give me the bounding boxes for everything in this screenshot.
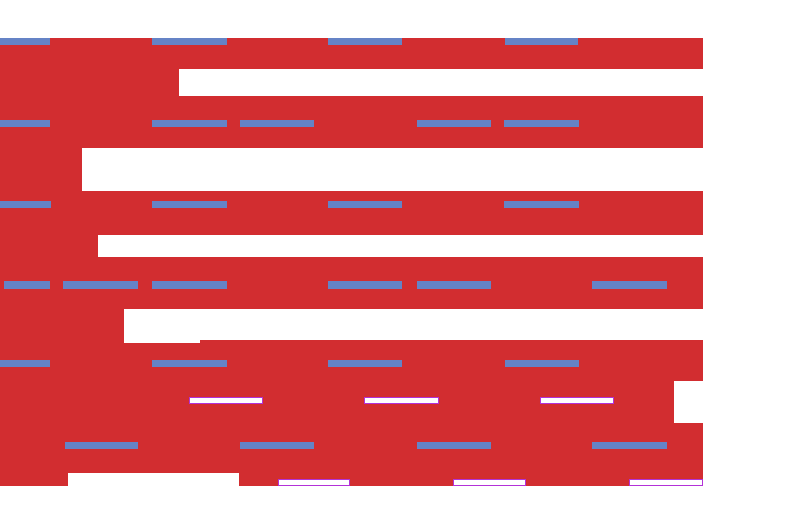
link-bar[interactable] bbox=[504, 119, 579, 127]
link-bar[interactable] bbox=[152, 37, 227, 45]
link-bar[interactable] bbox=[152, 119, 227, 127]
link-bar[interactable] bbox=[4, 281, 50, 289]
redacted-text-block bbox=[0, 309, 124, 340]
link-bar[interactable] bbox=[63, 281, 139, 289]
link-bar[interactable] bbox=[328, 37, 402, 45]
link-bar[interactable] bbox=[416, 281, 491, 289]
link-bar[interactable] bbox=[152, 281, 227, 289]
link-bar[interactable] bbox=[328, 200, 402, 208]
redacted-text-block bbox=[0, 235, 99, 257]
link-bar[interactable] bbox=[592, 281, 667, 289]
redacted-text-block bbox=[0, 95, 703, 148]
highlighted-link-bar[interactable] bbox=[539, 397, 614, 404]
link-bar[interactable] bbox=[416, 441, 491, 449]
link-bar[interactable] bbox=[240, 119, 315, 127]
link-bar[interactable] bbox=[327, 360, 402, 367]
link-bar[interactable] bbox=[0, 360, 50, 367]
link-bar[interactable] bbox=[504, 360, 579, 367]
link-bar[interactable] bbox=[65, 441, 139, 449]
redacted-text-block bbox=[0, 69, 180, 96]
link-bar[interactable] bbox=[505, 37, 578, 45]
link-bar[interactable] bbox=[0, 200, 51, 208]
link-bar[interactable] bbox=[416, 119, 491, 127]
link-bar[interactable] bbox=[327, 281, 402, 289]
link-bar[interactable] bbox=[504, 200, 579, 208]
link-bar[interactable] bbox=[152, 200, 227, 208]
highlighted-link-bar[interactable] bbox=[363, 397, 439, 404]
redacted-text-block bbox=[0, 191, 703, 235]
highlighted-link-bar[interactable] bbox=[189, 397, 263, 404]
highlighted-link-bar[interactable] bbox=[277, 479, 350, 486]
link-bar[interactable] bbox=[152, 360, 227, 367]
page-background-notch bbox=[124, 340, 200, 343]
link-bar[interactable] bbox=[240, 441, 314, 449]
link-bar[interactable] bbox=[0, 37, 50, 45]
link-bar[interactable] bbox=[0, 119, 50, 127]
link-bar[interactable] bbox=[592, 441, 667, 449]
page-background-notch bbox=[674, 380, 703, 423]
highlighted-link-bar[interactable] bbox=[628, 479, 703, 486]
redacted-text-block bbox=[0, 473, 69, 486]
highlighted-link-bar[interactable] bbox=[452, 479, 526, 486]
redacted-text-block bbox=[0, 147, 83, 192]
